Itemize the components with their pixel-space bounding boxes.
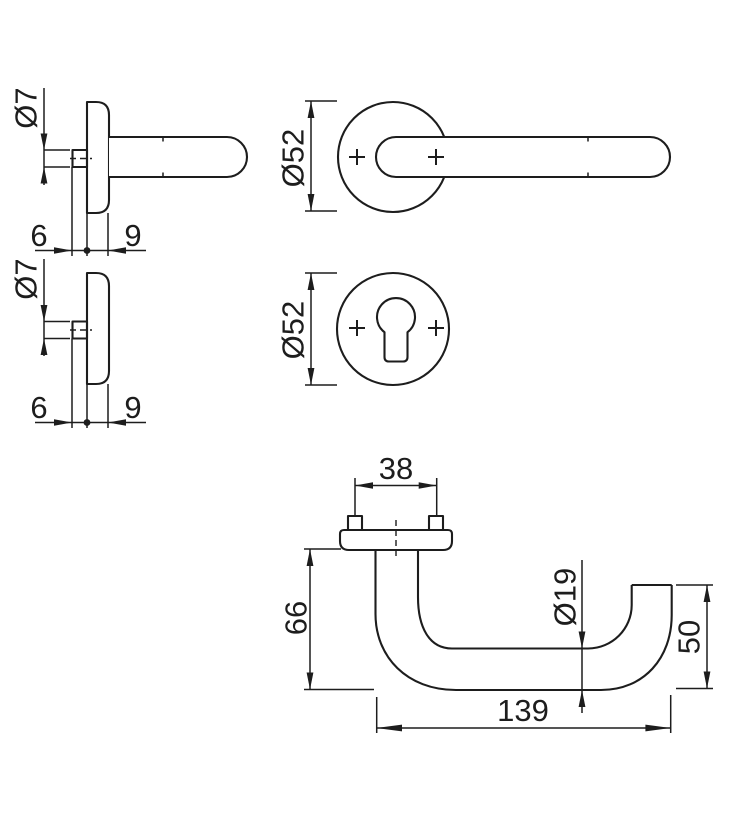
- fixing-lug: [346, 514, 364, 532]
- dim-label-rose-depth: 9: [124, 390, 141, 425]
- arrowhead: [376, 724, 402, 732]
- view-escutcheon-front: Ø52: [276, 271, 451, 387]
- arrowhead: [108, 419, 126, 426]
- arrowhead: [306, 549, 314, 566]
- arrowhead: [307, 101, 315, 118]
- arrowhead: [40, 133, 48, 150]
- dim-label-rose-diameter: Ø52: [276, 129, 311, 188]
- lever-outer-contour: [374, 550, 673, 692]
- dim-label-projection: 66: [279, 601, 314, 635]
- rose-profile-outline: [85, 100, 111, 215]
- arrowhead: [307, 194, 315, 211]
- lever-shaft-fill: [109, 137, 247, 177]
- arrowhead: [54, 247, 72, 254]
- lever-fill: [376, 137, 670, 177]
- screw-position-cross: [349, 149, 365, 165]
- arrowhead: [40, 338, 48, 355]
- extension-lines: [375, 695, 672, 733]
- lever-inner-contour: [416, 550, 633, 650]
- view-escutcheon-side: Ø7 6 9: [9, 258, 146, 428]
- dim-label-overall-length: 139: [497, 693, 549, 728]
- extension-lines: [305, 272, 337, 386]
- view-lever-front: Ø52: [276, 100, 671, 214]
- dim-label-screw-distance: 38: [379, 451, 413, 486]
- escutcheon-outline: [335, 271, 451, 387]
- arrowhead: [703, 671, 711, 689]
- extension-lines: [676, 584, 713, 690]
- arrowhead: [108, 247, 126, 254]
- dim-label-spindle-diameter: Ø7: [9, 258, 44, 299]
- dim-label-grip-diameter: Ø19: [548, 568, 583, 627]
- dim-label-rose-depth: 9: [124, 218, 141, 253]
- arrowhead: [40, 167, 48, 184]
- arrowhead: [703, 585, 711, 602]
- dim-label-backset: 6: [30, 390, 47, 425]
- lever-outline: [375, 135, 671, 179]
- arrowhead: [307, 273, 315, 290]
- lever-shaft-outline: [109, 135, 248, 179]
- dim-label-return-depth: 50: [672, 620, 707, 654]
- view-lever-plan: 38 66 Ø19 50 139: [279, 451, 713, 733]
- extension-lines: [354, 478, 438, 515]
- extension-lines: [44, 320, 70, 340]
- rose-edge-outline: [338, 528, 454, 552]
- dimension-dot: [83, 247, 91, 254]
- arrowhead: [54, 419, 72, 426]
- fixing-lug: [427, 514, 445, 532]
- dim-label-backset: 6: [30, 218, 47, 253]
- arrowhead: [418, 482, 437, 489]
- view-lever-rose-side: Ø7 6 9: [9, 87, 248, 256]
- rose-profile-outline: [85, 271, 111, 386]
- arrowhead: [355, 482, 373, 489]
- spindle-position-cross: [428, 149, 444, 165]
- euro-cylinder-keyhole: [375, 297, 417, 363]
- extension-lines: [304, 548, 374, 691]
- arrowhead: [645, 724, 671, 732]
- arrowhead: [578, 631, 586, 649]
- arrowhead: [306, 672, 314, 690]
- arrowhead: [307, 368, 315, 385]
- arrowhead: [40, 305, 48, 322]
- screw-position-cross: [349, 320, 365, 336]
- arrowhead: [578, 690, 586, 707]
- dim-label-rose-diameter: Ø52: [276, 301, 311, 360]
- extension-lines: [305, 100, 337, 212]
- extension-lines: [44, 149, 70, 168]
- dimension-dot: [83, 419, 91, 426]
- screw-position-cross: [428, 320, 444, 336]
- dim-label-spindle-diameter: Ø7: [9, 87, 44, 128]
